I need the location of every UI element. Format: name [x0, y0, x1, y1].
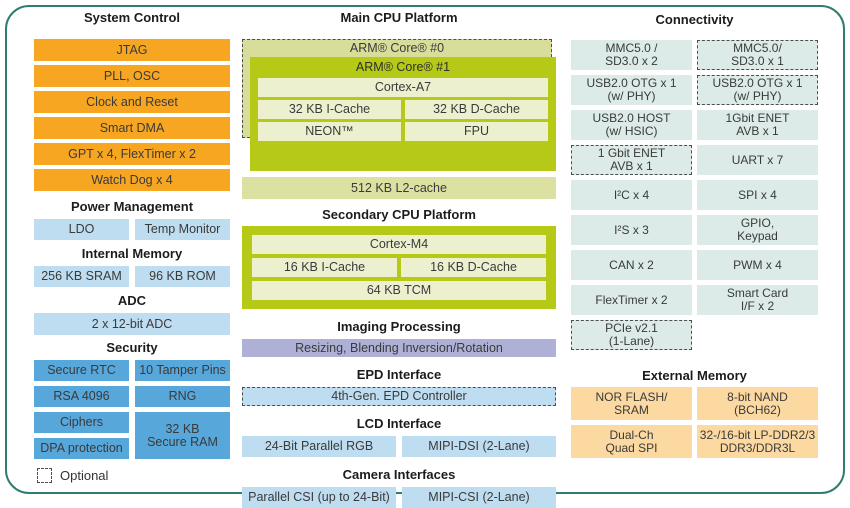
legend-label: Optional — [60, 468, 109, 483]
external-memory-block: 32-/16-bit LP-DDR2/3 DDR3/DDR3L — [697, 425, 818, 458]
connectivity-block: 1 Gbit ENET AVB x 1 — [571, 145, 692, 175]
power-management-block: LDO — [34, 219, 129, 240]
icache-block: 32 KB I-Cache — [258, 100, 401, 119]
arm-core-1-box: ARM® Core® #1 Cortex-A7 32 KB I-Cache 32… — [250, 57, 556, 171]
power-management-title: Power Management — [70, 199, 194, 214]
system-control-block: Watch Dog x 4 — [34, 169, 230, 191]
security-block: RSA 4096 — [34, 386, 129, 407]
m4-dcache-block: 16 KB D-Cache — [401, 258, 546, 277]
connectivity-block: SPI x 4 — [697, 180, 818, 210]
arm-core-1-label: ARM® Core® #1 — [355, 60, 451, 74]
camera-block: MIPI-CSI (2-Lane) — [402, 487, 556, 508]
cortex-a7-block: Cortex-A7 — [258, 78, 548, 97]
external-memory-block: NOR FLASH/ SRAM — [571, 387, 692, 420]
system-control-title: System Control — [83, 10, 181, 25]
lcd-block: 24-Bit Parallel RGB — [242, 436, 396, 457]
security-block: RNG — [135, 386, 230, 407]
neon-block: NEON™ — [258, 122, 401, 141]
power-management-section: LDO Temp Monitor — [34, 219, 230, 240]
cortex-m4-block: Cortex-M4 — [252, 235, 546, 254]
epd-controller-block: 4th-Gen. EPD Controller — [242, 387, 556, 406]
adc-title: ADC — [117, 293, 147, 308]
camera-block: Parallel CSI (up to 24-Bit) — [242, 487, 396, 508]
middle-column: Main CPU Platform ARM® Core® #0 ARM® Cor… — [242, 10, 556, 508]
security-block: DPA protection — [34, 438, 129, 459]
internal-memory-block: 256 KB SRAM — [34, 266, 129, 287]
connectivity-block: FlexTimer x 2 — [571, 285, 692, 315]
internal-memory-section: 256 KB SRAM 96 KB ROM — [34, 266, 230, 287]
lcd-section: 24-Bit Parallel RGB MIPI-DSI (2-Lane) — [242, 436, 556, 457]
internal-memory-title: Internal Memory — [81, 246, 183, 261]
system-control-block: Clock and Reset — [34, 91, 230, 113]
main-cpu-section: ARM® Core® #0 ARM® Core® #1 Cortex-A7 32… — [242, 39, 556, 171]
imaging-title: Imaging Processing — [337, 319, 461, 334]
lcd-title: LCD Interface — [356, 416, 442, 431]
connectivity-block: MMC5.0/ SD3.0 x 1 — [697, 40, 818, 70]
main-cpu-title: Main CPU Platform — [340, 10, 458, 25]
m4-icache-block: 16 KB I-Cache — [252, 258, 397, 277]
fpu-block: FPU — [405, 122, 548, 141]
adc-block: 2 x 12-bit ADC — [34, 313, 230, 335]
security-block: 32 KB Secure RAM — [135, 412, 230, 459]
system-control-block: Smart DMA — [34, 117, 230, 139]
connectivity-block: UART x 7 — [697, 145, 818, 175]
arm-core-0-label: ARM® Core® #0 — [349, 41, 445, 55]
security-block: 10 Tamper Pins — [135, 360, 230, 381]
left-column: System Control JTAG PLL, OSC Clock and Res… — [34, 10, 230, 483]
connectivity-block: USB2.0 OTG x 1 (w/ PHY) — [571, 75, 692, 105]
internal-memory-block: 96 KB ROM — [135, 266, 230, 287]
secondary-cpu-title: Secondary CPU Platform — [322, 207, 476, 222]
connectivity-block: Smart Card I/F x 2 — [697, 285, 818, 315]
connectivity-block: GPIO, Keypad — [697, 215, 818, 245]
adc-section: 2 x 12-bit ADC — [34, 313, 230, 335]
connectivity-block: I²S x 3 — [571, 215, 692, 245]
security-block: Secure RTC — [34, 360, 129, 381]
imaging-block: Resizing, Blending Inversion/Rotation — [242, 339, 556, 357]
tcm-block: 64 KB TCM — [252, 281, 546, 300]
secondary-cpu-section: Cortex-M4 16 KB I-Cache 16 KB D-Cache 64… — [242, 226, 556, 309]
system-control-block: JTAG — [34, 39, 230, 61]
connectivity-block: CAN x 2 — [571, 250, 692, 280]
power-management-block: Temp Monitor — [135, 219, 230, 240]
connectivity-block: PCIe v2.1 (1-Lane) — [571, 320, 692, 350]
connectivity-title: Connectivity — [655, 12, 734, 27]
connectivity-block: PWM x 4 — [697, 250, 818, 280]
epd-title: EPD Interface — [356, 367, 442, 382]
connectivity-block: I²C x 4 — [571, 180, 692, 210]
security-title: Security — [106, 340, 158, 355]
system-control-block: GPT x 4, FlexTimer x 2 — [34, 143, 230, 165]
external-memory-block: Dual-Ch Quad SPI — [571, 425, 692, 458]
connectivity-block: USB2.0 HOST (w/ HSIC) — [571, 110, 692, 140]
connectivity-block: 1Gbit ENET AVB x 1 — [697, 110, 818, 140]
connectivity-block: MMC5.0 / SD3.0 x 2 — [571, 40, 692, 70]
lcd-block: MIPI-DSI (2-Lane) — [402, 436, 556, 457]
security-block: Ciphers — [34, 412, 129, 433]
optional-dashed-box-icon — [37, 468, 52, 483]
connectivity-block: USB2.0 OTG x 1 (w/ PHY) — [697, 75, 818, 105]
legend: Optional — [37, 468, 230, 483]
camera-title: Camera Interfaces — [342, 467, 456, 482]
system-control-block: PLL, OSC — [34, 65, 230, 87]
l2-cache-block: 512 KB L2-cache — [242, 177, 556, 199]
camera-section: Parallel CSI (up to 24-Bit) MIPI-CSI (2-L… — [242, 487, 556, 508]
external-memory-block: 8-bit NAND (BCH62) — [697, 387, 818, 420]
external-memory-title: External Memory — [642, 368, 747, 383]
dcache-block: 32 KB D-Cache — [405, 100, 548, 119]
